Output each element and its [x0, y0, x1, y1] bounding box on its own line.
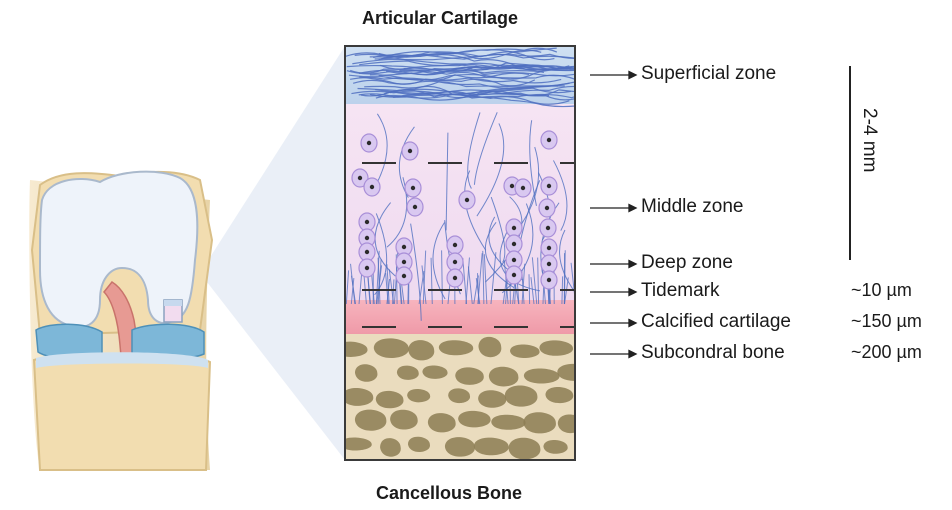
deep-fiber — [529, 274, 530, 304]
chondrocyte — [447, 253, 463, 271]
cartilage-column — [335, 46, 619, 460]
chondrocyte — [361, 134, 377, 152]
chondrocyte — [407, 198, 423, 216]
thickness-calcified: ~150 µm — [851, 311, 922, 332]
chondrocyte — [541, 239, 557, 257]
label-deep-zone: Deep zone — [641, 252, 733, 274]
chondrocyte — [405, 179, 421, 197]
chondrocyte — [541, 255, 557, 273]
label-subchondral-bone: Subcondral bone — [641, 342, 785, 364]
chondrocyte — [506, 235, 522, 253]
thickness-subchondral: ~200 µm — [851, 342, 922, 363]
chondrocyte — [506, 266, 522, 284]
thickness-range-label: 2-4 mm — [858, 108, 880, 172]
chondrocyte — [541, 177, 557, 195]
chondrocyte — [396, 267, 412, 285]
title-cancellous-bone: Cancellous Bone — [376, 483, 522, 504]
chondrocyte — [359, 243, 375, 261]
chondrocyte — [364, 178, 380, 196]
chondrocyte — [539, 199, 555, 217]
label-tidemark: Tidemark — [641, 280, 719, 302]
chondrocyte — [540, 219, 556, 237]
chondrocyte — [359, 213, 375, 231]
chondrocyte — [541, 131, 557, 149]
label-superficial-zone: Superficial zone — [641, 63, 776, 85]
label-middle-zone: Middle zone — [641, 196, 743, 218]
label-calcified-cartilage: Calcified cartilage — [641, 311, 791, 333]
calcified-layer — [345, 300, 575, 334]
chondrocyte — [402, 142, 418, 160]
title-articular-cartilage: Articular Cartilage — [362, 8, 518, 29]
chondrocyte — [541, 271, 557, 289]
trabecular-space — [558, 415, 584, 434]
label-arrows — [590, 72, 636, 358]
knee-illustration — [29, 172, 212, 470]
chondrocyte — [359, 259, 375, 277]
chondrocyte — [506, 219, 522, 237]
chondrocyte — [515, 179, 531, 197]
thickness-tidemark: ~10 µm — [851, 280, 912, 301]
chondrocyte — [459, 191, 475, 209]
chondrocyte — [447, 236, 463, 254]
chondrocyte — [447, 269, 463, 287]
zoom-wedge — [200, 46, 345, 460]
tibia — [34, 354, 210, 470]
